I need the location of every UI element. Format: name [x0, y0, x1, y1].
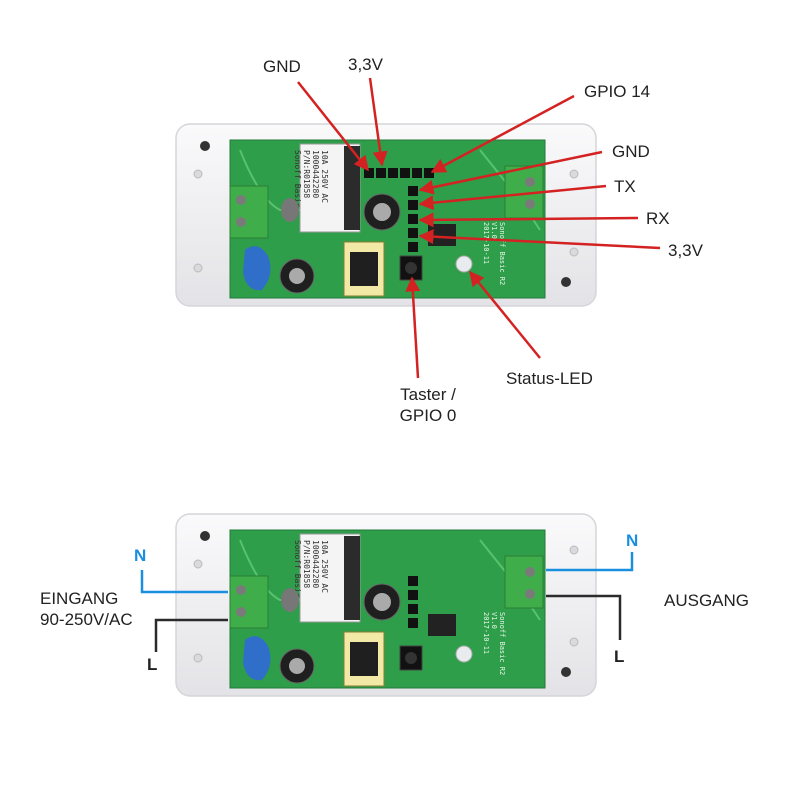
- wire-n-input: [140, 570, 228, 594]
- header-pins: [364, 168, 434, 252]
- bottom-board: 10A 250V AC 1000442280 P/N:R01858 Sonoff…: [140, 513, 634, 697]
- label-gpio14: GPIO 14: [584, 82, 651, 101]
- arrow-gnd-top: [297, 81, 369, 172]
- case-hole: [193, 559, 203, 569]
- case-hole: [193, 169, 203, 179]
- capacitor-small: [281, 198, 299, 222]
- pcb-side-text: Sonoff Basic R2 V1.0 2017-10-11: [482, 612, 506, 679]
- case-hole: [561, 277, 571, 287]
- status-led: [455, 255, 473, 273]
- arrow-tx: [418, 184, 607, 211]
- label-l-right: L: [614, 647, 625, 666]
- label-gnd-right: GND: [612, 142, 650, 161]
- esp-chip: [428, 614, 456, 636]
- relay-text: 10A 250V AC 1000442280 P/N:R01858 Sonoff…: [293, 540, 329, 598]
- arrow-gpio14: [430, 94, 575, 174]
- arrow-gnd-right: [418, 150, 603, 195]
- label-rx: RX: [646, 209, 670, 228]
- label-taster-line2: GPIO 0: [399, 406, 457, 426]
- terminal-screw: [525, 177, 535, 187]
- blue-capacitor: [243, 636, 271, 681]
- blue-capacitor: [243, 246, 271, 291]
- top-board: 10A 250V AC 1000442280 P/N:R01858 Sonoff…: [175, 77, 661, 379]
- arrow-33v-right: [418, 229, 661, 250]
- relay-text: 10A 250V AC 1000442280 P/N:R01858 Sonoff…: [293, 150, 329, 208]
- case-hole: [569, 545, 579, 555]
- wire-n-output: [546, 552, 634, 572]
- arrow-status-led: [469, 270, 541, 359]
- arrow-33v-top: [368, 77, 388, 167]
- terminal-screw: [236, 217, 246, 227]
- wire-l-input: [154, 618, 228, 652]
- terminal-screw: [525, 567, 535, 577]
- case-hole: [569, 247, 579, 257]
- header-pins: [408, 576, 418, 628]
- case-hole: [569, 169, 579, 179]
- case-hole: [561, 667, 571, 677]
- callout-arrows: [297, 77, 661, 379]
- pcb-side-text: Sonoff Basic R2 V1.0 2017-10-11: [482, 222, 506, 289]
- input-terminal: [229, 185, 269, 239]
- terminal-screw: [236, 585, 246, 595]
- case-hole: [200, 531, 210, 541]
- terminal-screw: [525, 589, 535, 599]
- case-hole: [193, 653, 203, 663]
- output-terminal: [504, 555, 544, 609]
- terminal-screw: [525, 199, 535, 209]
- status-led: [455, 645, 473, 663]
- case-hole: [200, 141, 210, 151]
- label-33v-top: 3,3V: [348, 55, 383, 74]
- label-l-left: L: [147, 655, 158, 674]
- label-taster-line1: Taster /: [400, 385, 456, 404]
- label-n-right: N: [626, 531, 639, 550]
- esp-chip: [428, 224, 456, 246]
- arrow-taster: [405, 276, 421, 379]
- case-hole: [193, 263, 203, 273]
- capacitor-small: [281, 588, 299, 612]
- label-gnd-top: GND: [263, 57, 301, 76]
- label-eingang-line1: EINGANG: [40, 589, 119, 608]
- terminal-screw: [236, 195, 246, 205]
- input-terminal: [229, 575, 269, 629]
- label-33v-right: 3,3V: [668, 241, 703, 260]
- label-tx: TX: [614, 177, 636, 196]
- label-eingang-line2: 90-250V/AC: [40, 610, 133, 630]
- label-ausgang: AUSGANG: [664, 591, 750, 610]
- case-hole: [569, 637, 579, 647]
- label-eingang: EINGANG 90-250V/AC: [40, 588, 133, 631]
- arrow-rx: [418, 212, 639, 228]
- wire-l-output: [546, 594, 622, 640]
- terminal-screw: [236, 607, 246, 617]
- label-status-led: Status-LED: [506, 369, 593, 388]
- label-n-left: N: [134, 546, 147, 565]
- label-taster: Taster / GPIO 0: [388, 384, 468, 427]
